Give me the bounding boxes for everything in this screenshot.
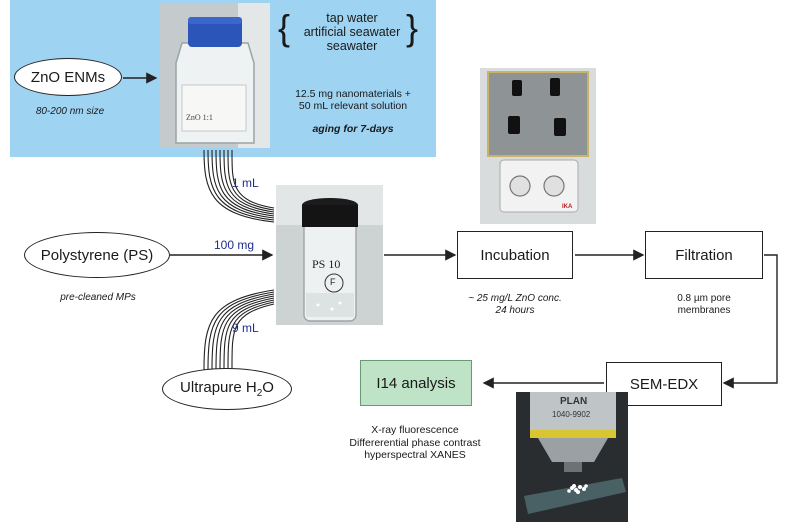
technique-dpc: Differerential phase contrast (349, 436, 481, 449)
right-brace: } (406, 7, 419, 48)
objective-text-line1: PLAN (560, 396, 588, 407)
zno-size-note: 80-200 nm size (35, 106, 105, 117)
water-label-main: Ultrapure H (180, 379, 257, 396)
microscope-photo: PLAN 1040-9902 (516, 392, 628, 522)
polystyrene-label: Polystyrene (PS) (40, 246, 154, 264)
solution-artificial-seawater: artificial seawater (303, 25, 401, 39)
water-label-end: O (262, 379, 274, 396)
incubation-label: Incubation (480, 246, 550, 264)
water-label: Ultrapure H2O (180, 379, 274, 399)
ps-mass-label: 100 mg (214, 238, 255, 252)
filtration-label: Filtration (675, 246, 733, 264)
i14-techniques: X-ray fluorescence Differerential phase … (325, 424, 505, 462)
vial-label-line1: PS 10 (312, 257, 341, 271)
vial-label-line2: F (330, 277, 336, 287)
zno-volume-label: 1 mL (232, 176, 259, 190)
technique-xanes: hyperspectral XANES (364, 449, 466, 461)
zno-enms-oval: ZnO ENMs (14, 58, 122, 96)
zno-bottle-photo: ZnO 1:1 (160, 3, 270, 148)
water-label-subscript: 2 (256, 388, 263, 399)
stirrer-photo: IKA (480, 68, 596, 224)
sem-edx-box: SEM-EDX (606, 362, 722, 406)
technique-xrf: X-ray fluorescence (371, 424, 459, 436)
filtration-box: Filtration (645, 231, 763, 279)
water-volume-label: 9 mL (232, 321, 259, 335)
i14-analysis-box: I14 analysis (360, 360, 472, 406)
filtration-note-line1: 0.8 µm pore (677, 293, 731, 304)
solution-seawater: seawater (326, 39, 378, 53)
bottle-illustration (160, 3, 270, 148)
solution-tap-water: tap water (326, 11, 378, 25)
filtration-note: 0.8 µm pore membranes (640, 293, 768, 317)
arrow-filtration-to-sem (722, 254, 778, 389)
stirrer-illustration (480, 68, 596, 224)
sem-edx-label: SEM-EDX (629, 375, 699, 393)
ps-vial-photo: PS 10 F (276, 185, 383, 325)
polystyrene-note: pre-cleaned MPs (60, 292, 136, 303)
vial-illustration (276, 185, 383, 325)
zno-label: ZnO ENMs (30, 68, 106, 86)
stirrer-brand: IKA (562, 204, 573, 210)
incubation-note: ~ 25 mg/L ZnO conc. 24 hours (452, 293, 578, 317)
filtration-note-line2: membranes (677, 305, 731, 316)
solution-list: tap water artificial seawater seawater (298, 11, 406, 53)
wire-bundle-zno (203, 149, 275, 223)
mix-description: 12.5 mg nanomaterials + 50 mL relevant s… (282, 88, 424, 112)
polystyrene-oval: Polystyrene (PS) (24, 232, 170, 278)
wire-bundle-water (203, 289, 275, 371)
left-brace: { (278, 7, 291, 48)
incubation-note-line1: ~ 25 mg/L ZnO conc. (468, 293, 562, 304)
aging-duration: aging for 7-days (312, 123, 394, 135)
bottle-label-text: ZnO 1:1 (186, 113, 213, 122)
objective-text-line2: 1040-9902 (552, 410, 591, 419)
mix-line-2: 50 mL relevant solution (298, 100, 408, 112)
incubation-note-line2: 24 hours (495, 305, 535, 316)
incubation-box: Incubation (457, 231, 573, 279)
microscope-illustration (516, 392, 628, 522)
i14-label: I14 analysis (376, 374, 456, 392)
ultrapure-water-oval: Ultrapure H2O (162, 368, 292, 410)
mix-line-1: 12.5 mg nanomaterials + (295, 88, 411, 100)
